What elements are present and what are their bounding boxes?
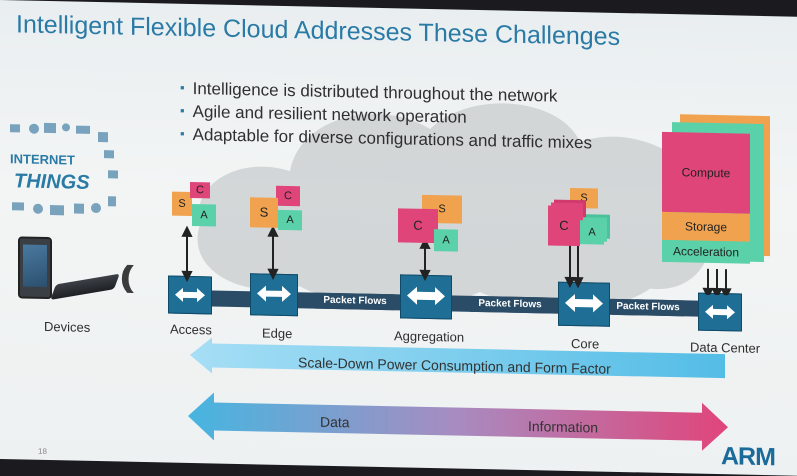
dc-storage: Storage [662, 211, 750, 242]
block-compute: C [548, 205, 580, 247]
dc-acceleration: Acceleration [662, 239, 750, 264]
packet-flows-label-2: Packet Flows [470, 295, 550, 314]
wireless-signal-icon: ((( [120, 260, 126, 294]
data-label: Data [320, 413, 350, 431]
packet-flows-label-3: Packet Flows [612, 298, 684, 317]
label-access: Access [170, 321, 212, 338]
scale-down-arrow [190, 337, 725, 379]
dc-compute: Compute [662, 131, 750, 214]
node-link-arrows [181, 225, 732, 296]
block-compute: C [398, 208, 438, 244]
bullet-list: Intelligence is distributed throughout t… [180, 76, 592, 154]
page-number: 18 [38, 446, 47, 456]
label-devices: Devices [44, 318, 91, 335]
packet-flows-label-1: Packet Flows [315, 292, 395, 311]
data-information-arrow [188, 392, 728, 451]
iot-logo-line2: THINGS [14, 170, 90, 194]
block-compute: C [190, 181, 210, 199]
node-data-center [698, 292, 742, 332]
node-access [168, 275, 212, 315]
block-acceleration: A [580, 220, 604, 245]
block-compute: C [276, 185, 300, 207]
block-storage: S [172, 191, 192, 217]
block-acceleration: A [278, 209, 302, 231]
router-icon [50, 273, 120, 300]
block-acceleration: A [434, 229, 458, 252]
iot-icon-collage [10, 122, 118, 216]
block-storage: S [250, 197, 278, 228]
node-core [558, 281, 610, 327]
information-label: Information [528, 418, 599, 436]
smartphone-icon [18, 236, 52, 300]
arm-logo: ARM [721, 442, 775, 472]
block-acceleration: A [192, 204, 216, 227]
node-edge [250, 273, 298, 317]
slide-title: Intelligent Flexible Cloud Addresses The… [16, 10, 621, 51]
iot-logo-line1: INTERNET [10, 151, 75, 168]
node-aggregation [400, 274, 452, 320]
